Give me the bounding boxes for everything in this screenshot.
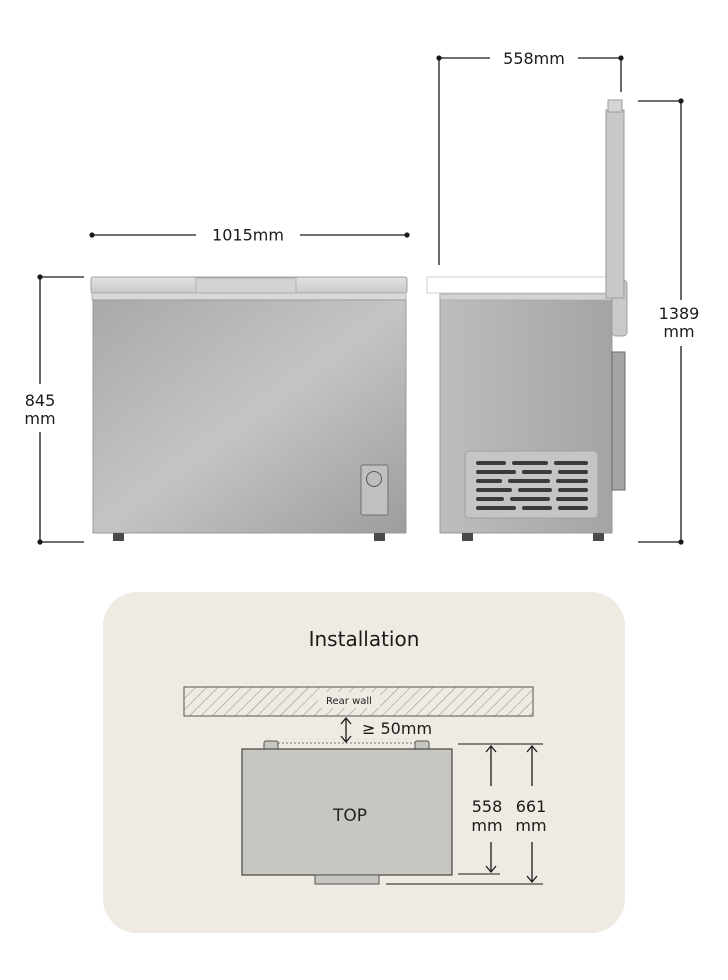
side-seal [439,293,613,301]
gap-dimension: ≥ 50mm [278,716,432,744]
gap-arrow-down-icon [340,735,352,744]
depth-arrow-up-icon [485,744,497,753]
open-lid [605,109,625,299]
lid-handle [195,277,297,294]
total-arrow-down-icon [526,875,538,884]
total-depth-value: 661 [516,797,547,816]
front-view: 1015mm 845 mm [24,226,410,545]
side-depth-dimension: 558mm [436,49,624,265]
front-height-dimension: 845 mm [24,274,84,545]
total-arrow-up-icon [526,744,538,753]
side-foot-right [593,533,604,541]
rear-compressor-panel [611,351,626,491]
front-foot-right [374,533,385,541]
thermostat-knob-icon [366,471,382,487]
front-seal [91,292,407,301]
open-lid-handle [607,99,623,113]
side-open-height-dimension: 1389 mm [638,98,700,545]
depth-arrow-down-icon [485,865,497,874]
total-depth-unit: mm [515,816,546,835]
side-open-height-value: 1389 [659,304,700,323]
top-label: TOP [332,806,367,826]
installation-title: Installation [309,627,420,651]
rear-wall-label: Rear wall [326,696,372,707]
side-open-height-unit: mm [663,322,694,341]
side-depth-label: 558mm [503,49,565,68]
front-width-label: 1015mm [212,226,284,245]
top-depth-value: 558 [472,797,503,816]
front-height-value: 845 [25,391,56,410]
top-depth-dimension: 558 mm [458,743,503,875]
gap-arrow-up-icon [340,716,352,725]
closed-lid-outline [426,276,613,294]
front-body [92,299,407,534]
top-depth-unit: mm [471,816,502,835]
front-foot-left [113,533,124,541]
front-width-dimension: 1015mm [89,226,410,245]
top-view-handle [314,874,380,885]
rear-wall-label-bg [318,692,380,708]
front-height-unit: mm [24,409,55,428]
top-view-freezer [241,748,453,876]
side-view: 558mm 1389 mm [426,49,700,545]
total-depth-dimension: 661 mm [386,743,547,885]
installation-panel: Installation Rear wall ≥ 50mm TOP 558 [103,592,625,933]
gap-label: ≥ 50mm [362,719,432,738]
vent-grille [464,450,599,519]
side-foot-left [462,533,473,541]
